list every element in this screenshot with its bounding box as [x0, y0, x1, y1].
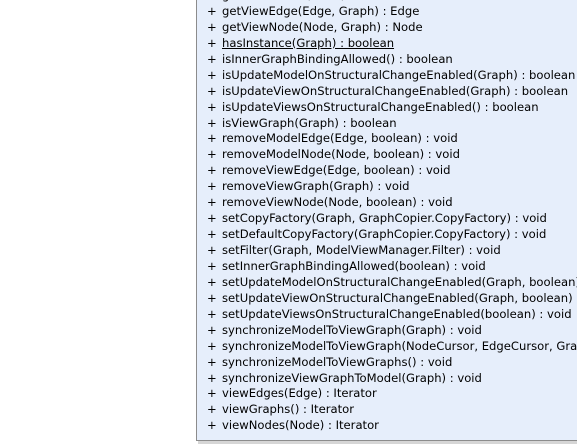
method-signature: removeModelNode(Node, boolean) : void [222, 147, 460, 162]
method-row[interactable]: + removeViewNode(Node, boolean) : void [207, 195, 577, 211]
method-row[interactable]: + setCopyFactory(Graph, GraphCopier.CopyF… [207, 211, 577, 227]
method-visibility: + [207, 115, 217, 130]
method-signature: synchronizeModelToViewGraphs() : void [222, 354, 453, 369]
method-signature: isUpdateModelOnStructuralChangeEnabled(G… [222, 67, 576, 82]
method-signature: getModelNode(Node) : Node [222, 0, 387, 4]
method-visibility: + [207, 51, 217, 66]
method-visibility: + [207, 306, 217, 321]
method-visibility: + [207, 338, 217, 353]
method-signature: isViewGraph(Graph) : boolean [222, 115, 397, 130]
method-visibility: + [207, 19, 217, 34]
method-visibility: + [207, 35, 217, 50]
method-visibility: + [207, 0, 222, 4]
method-visibility: + [207, 370, 217, 385]
method-visibility: + [207, 402, 217, 417]
method-signature: removeViewEdge(Edge, boolean) : void [222, 163, 451, 178]
method-signature: hasInstance(Graph) : boolean [222, 35, 395, 50]
class-box-shadow [198, 440, 577, 444]
method-signature: setCopyFactory(Graph, GraphCopier.CopyFa… [222, 211, 547, 226]
method-row[interactable]: + setFilter(Graph, ModelViewManager.Filte… [207, 243, 577, 259]
method-row[interactable]: + getViewEdge(Edge, Graph) : Edge [207, 4, 577, 20]
method-visibility: + [207, 227, 217, 242]
uml-class-box[interactable] [196, 0, 577, 441]
method-signature: setDefaultCopyFactory(GraphCopier.CopyFa… [222, 227, 547, 242]
method-row[interactable]: + synchronizeModelToViewGraph(NodeCursor,… [207, 339, 577, 355]
method-row[interactable]: + viewGraphs() : Iterator [207, 402, 577, 418]
method-signature: viewEdges(Edge) : Iterator [222, 386, 377, 401]
method-list: +getModelNode(Node) : Node+getViewEdge(E… [207, 0, 577, 434]
method-row[interactable]: + removeViewGraph(Graph) : void [207, 179, 577, 195]
method-signature: setUpdateViewOnStructuralChangeEnabled(G… [222, 290, 577, 305]
method-row[interactable]: + getViewNode(Node, Graph) : Node [207, 20, 577, 36]
method-row[interactable]: + removeModelEdge(Edge, boolean) : void [207, 131, 577, 147]
method-row[interactable]: + setUpdateViewOnStructuralChangeEnabled(… [207, 291, 577, 307]
method-visibility: + [207, 67, 217, 82]
method-visibility: + [207, 163, 217, 178]
method-signature: getViewEdge(Edge, Graph) : Edge [222, 3, 420, 18]
method-row[interactable]: + setUpdateViewsOnStructuralChangeEnabled… [207, 307, 577, 323]
method-row[interactable]: + viewEdges(Edge) : Iterator [207, 386, 577, 402]
method-row[interactable]: + isViewGraph(Graph) : boolean [207, 116, 577, 132]
method-row[interactable]: + viewNodes(Node) : Iterator [207, 418, 577, 434]
method-row[interactable]: + hasInstance(Graph) : boolean [207, 36, 577, 52]
method-visibility: + [207, 99, 217, 114]
method-signature: viewGraphs() : Iterator [222, 402, 354, 417]
method-row[interactable]: + removeModelNode(Node, boolean) : void [207, 147, 577, 163]
method-visibility: + [207, 243, 217, 257]
method-visibility: + [207, 147, 217, 162]
method-signature: synchronizeModelToViewGraph(NodeCursor, … [222, 338, 577, 353]
method-row[interactable]: + isUpdateModelOnStructuralChangeEnabled(… [207, 68, 577, 84]
method-signature: removeViewNode(Node, boolean) : void [222, 195, 453, 210]
method-row[interactable]: + synchronizeModelToViewGraphs() : void [207, 355, 577, 371]
method-visibility: + [207, 290, 217, 305]
method-row[interactable]: + setInnerGraphBindingAllowed(boolean) : … [207, 259, 577, 275]
method-signature: setUpdateModelOnStructuralChangeEnabled(… [222, 274, 577, 289]
method-signature: synchronizeViewGraphToModel(Graph) : voi… [222, 370, 482, 385]
method-visibility: + [207, 211, 217, 226]
method-row[interactable]: + synchronizeViewGraphToModel(Graph) : vo… [207, 371, 577, 387]
method-signature: isUpdateViewOnStructuralChangeEnabled(Gr… [222, 83, 569, 98]
method-row[interactable]: + setDefaultCopyFactory(GraphCopier.CopyF… [207, 227, 577, 243]
method-signature: viewNodes(Node) : Iterator [222, 418, 379, 433]
method-visibility: + [207, 418, 217, 433]
method-visibility: + [207, 131, 217, 146]
method-visibility: + [207, 195, 217, 210]
method-row[interactable]: + setUpdateModelOnStructuralChangeEnabled… [207, 275, 577, 291]
method-signature: getViewNode(Node, Graph) : Node [222, 19, 423, 34]
method-visibility: + [207, 354, 217, 369]
method-visibility: + [207, 258, 217, 273]
method-row[interactable]: + synchronizeModelToViewGraph(Graph) : vo… [207, 323, 577, 339]
method-signature: isInnerGraphBindingAllowed() : boolean [222, 51, 453, 66]
method-visibility: + [207, 386, 217, 401]
method-signature: setFilter(Graph, ModelViewManager.Filter… [222, 243, 501, 257]
method-row[interactable]: + isInnerGraphBindingAllowed() : boolean [207, 52, 577, 68]
method-row[interactable]: + removeViewEdge(Edge, boolean) : void [207, 163, 577, 179]
method-visibility: + [207, 3, 217, 18]
method-signature: removeViewGraph(Graph) : void [222, 179, 410, 194]
method-signature: isUpdateViewsOnStructuralChangeEnabled()… [222, 99, 539, 114]
method-row[interactable]: + isUpdateViewOnStructuralChangeEnabled(G… [207, 84, 577, 100]
method-visibility: + [207, 179, 217, 194]
method-visibility: + [207, 322, 217, 337]
method-visibility: + [207, 274, 217, 289]
method-signature: setUpdateViewsOnStructuralChangeEnabled(… [222, 306, 572, 321]
method-row[interactable]: +getModelNode(Node) : Node [207, 0, 577, 4]
method-visibility: + [207, 83, 217, 98]
method-signature: removeModelEdge(Edge, boolean) : void [222, 131, 458, 146]
method-row[interactable]: + isUpdateViewsOnStructuralChangeEnabled(… [207, 100, 577, 116]
method-signature: synchronizeModelToViewGraph(Graph) : voi… [222, 322, 482, 337]
method-signature: setInnerGraphBindingAllowed(boolean) : v… [222, 258, 486, 273]
